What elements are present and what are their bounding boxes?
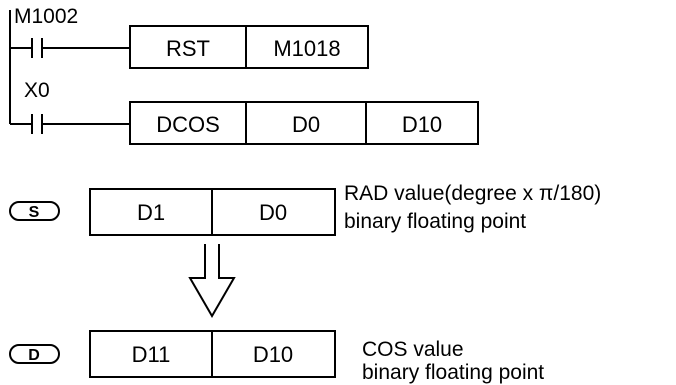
source-note-line1: RAD value(degree x π/180) bbox=[344, 182, 601, 205]
dest-tag-oval bbox=[9, 344, 60, 364]
down-arrow-icon bbox=[188, 244, 236, 318]
source-tag: S bbox=[29, 204, 40, 221]
rung2-operand-1: D0 bbox=[292, 112, 320, 137]
rung1-instruction-box bbox=[129, 25, 369, 69]
dest-note-line1: COS value bbox=[362, 338, 464, 361]
rung1-instruction: RST bbox=[166, 36, 210, 61]
rung-2: X0 DCOS D0 D10 bbox=[10, 79, 479, 145]
source-high-word: D1 bbox=[137, 200, 165, 225]
rung1-contact-label: M1002 bbox=[14, 5, 78, 28]
dest-note-line2: binary floating point bbox=[362, 361, 544, 384]
rung2-instruction: DCOS bbox=[156, 112, 220, 137]
rung1-operand: M1018 bbox=[273, 36, 340, 61]
dest-low-word: D10 bbox=[253, 342, 293, 367]
rung2-operand-2: D10 bbox=[402, 112, 442, 137]
source-low-word: D0 bbox=[259, 200, 287, 225]
dest-tag: D bbox=[28, 347, 40, 364]
dest-register-pair: D D11 D10 COS value binary floating poin… bbox=[9, 330, 544, 384]
source-tag-oval bbox=[9, 201, 60, 221]
source-note-line2: binary floating point bbox=[344, 210, 526, 233]
rung2-contact-symbol bbox=[31, 114, 43, 134]
rung1-contact-symbol bbox=[31, 38, 43, 58]
source-register-pair: S D1 D0 RAD value(degree x π/180) binary… bbox=[9, 182, 601, 236]
rung2-instruction-box bbox=[129, 101, 479, 145]
rung2-contact-label: X0 bbox=[24, 79, 50, 102]
rung-1: M1002 RST M1018 bbox=[10, 5, 369, 69]
dest-high-word: D11 bbox=[132, 342, 171, 367]
